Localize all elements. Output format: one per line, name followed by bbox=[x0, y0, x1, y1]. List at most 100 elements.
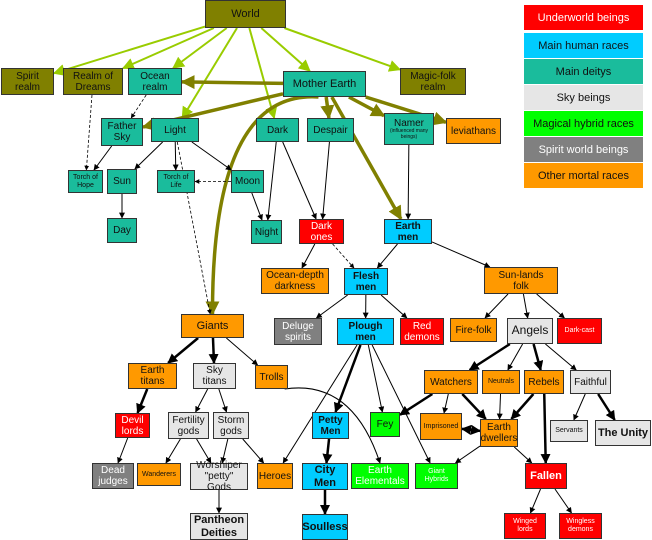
node-label: Spirit bbox=[16, 70, 39, 82]
edge-angels-to-watchers bbox=[468, 342, 511, 372]
edge-earth-men-to-sun-lands-folk bbox=[431, 241, 491, 268]
node-label: Magic-folk bbox=[410, 70, 456, 82]
edge-plough-men-to-petty-men bbox=[333, 344, 362, 413]
edge-moon-to-night bbox=[251, 192, 263, 221]
edge-storm-gods-to-heroes bbox=[242, 438, 265, 464]
node-heroes: Heroes bbox=[257, 463, 293, 489]
legend-label: Main human races bbox=[538, 39, 629, 52]
node-label: Deities bbox=[200, 526, 238, 539]
edge-trolls-to-earth-elementals bbox=[284, 387, 382, 464]
legend-item: Main human races bbox=[524, 33, 643, 58]
edge-mother-earth-to-despair bbox=[320, 96, 335, 120]
node-label: Giants bbox=[196, 319, 229, 332]
legend-item: Sky beings bbox=[524, 85, 643, 110]
node-label: "petty" Gods bbox=[204, 471, 234, 493]
edge-dark-ones-to-ocean-depth-darkness bbox=[301, 243, 316, 269]
node-label: dwellers bbox=[480, 433, 518, 444]
node-label: Neutrals bbox=[487, 378, 515, 386]
edge-devil-lords-to-dead-judges bbox=[117, 437, 129, 464]
node-faithful: Faithful bbox=[570, 370, 611, 394]
edge-realm-of-dreams-to-torch-of-hope bbox=[84, 94, 93, 171]
node-label: Despair bbox=[313, 124, 348, 136]
edge-sky-titans-to-storm-gods bbox=[218, 388, 228, 413]
node-label: Deluge bbox=[282, 320, 314, 332]
node-label: Sun bbox=[113, 176, 131, 187]
edge-fallen-to-wingless-demons bbox=[554, 488, 572, 514]
node-label: lords bbox=[121, 425, 144, 437]
node-angels: Angels bbox=[507, 318, 553, 344]
edge-earth-dwellers-to-fallen bbox=[513, 446, 533, 464]
node-label: titans bbox=[202, 376, 227, 387]
node-label: Dark bbox=[310, 220, 333, 232]
edge-watchers-to-fey bbox=[399, 392, 434, 416]
node-label: ones bbox=[310, 231, 333, 243]
edge-dark-ones-to-flesh-men bbox=[332, 243, 355, 269]
edge-mother-earth-to-namer bbox=[348, 95, 386, 118]
node-label: Angels bbox=[511, 323, 549, 338]
edge-dark-to-dark-ones bbox=[282, 141, 317, 220]
edge-fallen-to-winged-lords bbox=[529, 488, 542, 514]
edge-angels-to-neutrals bbox=[507, 343, 524, 371]
edge-storm-gods-to-worshiper-petty-gods bbox=[220, 438, 229, 464]
edge-plough-men-to-giant-hybrids bbox=[371, 344, 431, 464]
edge-fertility-gods-to-wanderers bbox=[165, 438, 181, 464]
legend-label: Underworld beings bbox=[537, 11, 630, 24]
node-sun: Sun bbox=[107, 169, 137, 194]
node-label: Men bbox=[320, 425, 341, 437]
node-day: Day bbox=[107, 218, 137, 243]
node-label: Storm bbox=[217, 414, 245, 426]
node-label: Faithful bbox=[574, 376, 607, 388]
node-label: Red bbox=[412, 320, 432, 332]
node-label: Imprisoned bbox=[423, 422, 459, 430]
node-label: Devil bbox=[121, 414, 144, 426]
legend-item: Spirit world beings bbox=[524, 137, 643, 162]
node-watchers: Watchers bbox=[424, 370, 478, 394]
node-label: Father bbox=[107, 121, 137, 132]
legend-label: Spirit world beings bbox=[538, 143, 629, 156]
node-label: Worshiper bbox=[196, 460, 242, 471]
node-moon: Moon bbox=[231, 170, 264, 193]
node-label: Light bbox=[164, 124, 186, 136]
legend-item: Underworld beings bbox=[524, 5, 643, 30]
node-leviathans: leviathans bbox=[446, 118, 501, 144]
node-dark: Dark bbox=[256, 118, 299, 142]
edge-giants-to-earth-titans bbox=[167, 337, 199, 364]
node-label: men bbox=[355, 281, 377, 293]
node-label: Plough bbox=[348, 320, 383, 332]
node-label: Fertility bbox=[172, 414, 205, 426]
edge-rebels-to-fallen bbox=[540, 393, 551, 464]
edge-sun-lands-folk-to-fire-folk bbox=[484, 293, 509, 319]
node-label: Rebels bbox=[528, 376, 560, 388]
legend-item: Magical hybrid races bbox=[524, 111, 643, 136]
edge-mother-earth-to-ocean-realm bbox=[180, 75, 284, 90]
edge-earth-men-to-flesh-men bbox=[376, 243, 398, 269]
node-label: Watchers bbox=[430, 376, 472, 388]
edge-world-to-mother-earth bbox=[260, 27, 311, 72]
edge-world-to-spirit-realm bbox=[52, 25, 206, 76]
node-light: Light bbox=[151, 118, 199, 142]
node-label: Earth bbox=[487, 422, 511, 433]
node-namer: Namer(influenced many beings) bbox=[384, 113, 434, 145]
edge-despair-to-dark-ones bbox=[320, 141, 330, 220]
edge-sun-lands-folk-to-dark-cast bbox=[536, 293, 565, 319]
node-imprisoned: Imprisoned bbox=[420, 413, 462, 440]
node-wanderers: Wanderers bbox=[137, 463, 181, 486]
node-label: World bbox=[231, 7, 260, 20]
legend-item: Other mortal races bbox=[524, 163, 643, 188]
node-label: spirits bbox=[284, 331, 312, 343]
edge-world-to-light bbox=[181, 27, 238, 120]
node-label: Hope bbox=[77, 181, 94, 189]
legend-label: Main deitys bbox=[555, 65, 612, 78]
edge-world-to-magic-folk-realm bbox=[284, 27, 402, 72]
node-label: Torch of bbox=[73, 173, 98, 181]
